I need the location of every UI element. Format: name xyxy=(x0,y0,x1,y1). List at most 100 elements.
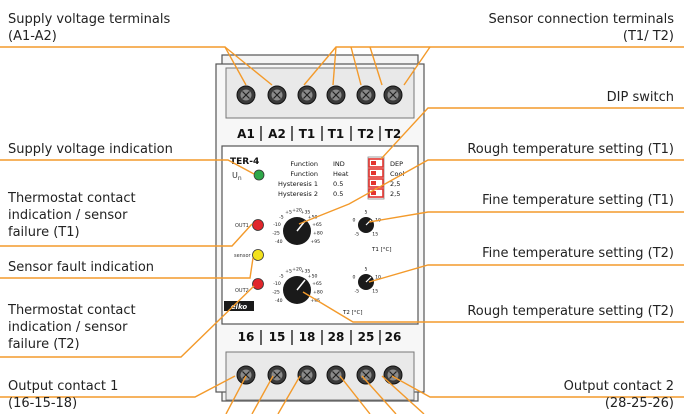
scale-label: -5 xyxy=(279,273,284,279)
sensor-fault-led xyxy=(252,249,264,261)
thermostat-t1-label: Thermostat contact indication / sensor f… xyxy=(8,190,136,241)
scale-label: 5 xyxy=(365,210,368,216)
brand-logo: elko xyxy=(224,301,254,311)
label-line: Output contact 2 xyxy=(563,379,674,394)
scale-label: +35 xyxy=(301,209,311,215)
face-panel: TER-4 Un Function IND Function Heat Hyst… xyxy=(224,156,404,316)
screw-slot xyxy=(273,371,281,379)
scale-label: 15 xyxy=(372,289,378,295)
scale-label: +50 xyxy=(308,214,318,220)
output2-label: Output contact 2 (28-25-26) xyxy=(564,378,674,412)
led-label: OUT2 xyxy=(235,288,249,294)
output1-label: Output contact 1 (16-15-18) xyxy=(8,378,118,412)
fine-knob-t2[interactable] xyxy=(358,274,374,290)
scale-label: +20 xyxy=(292,208,302,214)
screw-slot xyxy=(389,371,397,379)
scale-label: -5 xyxy=(279,214,284,220)
terminal-label: 28 xyxy=(328,330,345,344)
scale-label: -25 xyxy=(272,231,280,237)
screw-slot xyxy=(389,91,397,99)
hysteresis-label: Hysteresis 2 xyxy=(278,190,318,198)
supply-terminals-label: Supply voltage terminals (A1-A2) xyxy=(8,11,170,45)
label-line: Supply voltage terminals xyxy=(8,12,171,27)
scale-label: 15 xyxy=(372,232,378,238)
label-line: Sensor connection terminals xyxy=(488,12,674,27)
thermostat-t2-label: Thermostat contact indication / sensor f… xyxy=(8,302,136,353)
scale-label: +95 xyxy=(310,239,320,245)
dip-option: 2,5 xyxy=(390,180,400,188)
label-line: Thermostat contact xyxy=(8,303,136,318)
label-line: failure (T2) xyxy=(8,337,80,352)
scale-label: +65 xyxy=(312,222,322,228)
scale-label: +35 xyxy=(301,268,311,274)
dip-switch-label: DIP switch xyxy=(606,90,674,105)
rough-t1-label: Rough temperature setting (T1) xyxy=(467,142,674,157)
fine-t2-label: Fine temperature setting (T2) xyxy=(482,246,674,261)
screw-slot xyxy=(303,91,311,99)
scale-label: +5 xyxy=(285,209,292,215)
bottom-terminal-labels: 16 15 18 28 25 26 xyxy=(238,330,402,344)
label-line: indication / sensor xyxy=(8,320,128,335)
hysteresis-value: 0.5 xyxy=(333,180,343,188)
terminal-label: 18 xyxy=(299,330,316,344)
fine-t1-label: Fine temperature setting (T1) xyxy=(482,193,674,208)
terminal-label: T2 xyxy=(385,127,402,141)
screw-slot xyxy=(332,371,340,379)
scale-label: 0 xyxy=(353,275,356,281)
device-housing xyxy=(215,54,425,402)
hysteresis-label: Hysteresis 1 xyxy=(278,180,318,188)
supply-led xyxy=(253,169,265,181)
rough-t2-label: Rough temperature setting (T2) xyxy=(467,304,674,319)
label-line: (16-15-18) xyxy=(8,396,78,411)
label-line: Output contact 1 xyxy=(8,379,119,394)
terminal-label: T2 xyxy=(358,127,375,141)
terminal-label: A1 xyxy=(237,127,255,141)
supply-indication-label: Supply voltage indication xyxy=(8,142,173,157)
function-label: Function xyxy=(290,170,318,178)
terminal-separators-bottom xyxy=(260,330,381,345)
scale-label: +5 xyxy=(285,268,292,274)
dip-option: 2,5 xyxy=(390,190,400,198)
out1-led xyxy=(252,219,264,231)
scale-label: -10 xyxy=(273,222,281,228)
label-line: failure (T1) xyxy=(8,225,80,240)
label-line: (A1-A2) xyxy=(8,29,57,44)
scale-label: -10 xyxy=(273,281,281,287)
dip-switch xyxy=(367,156,385,200)
led-label: OUT1 xyxy=(235,223,249,229)
terminal-separators-top xyxy=(260,126,381,141)
label-line: (28-25-26) xyxy=(604,396,674,411)
t2-unit-label: T2 [°C] xyxy=(342,310,363,316)
fine-knob-t1[interactable] xyxy=(358,217,374,233)
screw-slot xyxy=(332,91,340,99)
un-label: Un xyxy=(232,171,242,182)
terminal-label: A2 xyxy=(268,127,286,141)
top-terminal-labels: A1 A2 T1 T1 T2 T2 xyxy=(237,127,401,141)
label-line: indication / sensor xyxy=(8,208,128,223)
bottom-screw-row xyxy=(236,365,403,385)
dial-scales: -40-25-10-5+5+20+35+50+65+80+95-40-25-10… xyxy=(272,208,381,305)
terminal-label: 25 xyxy=(358,330,375,344)
rough-knob-t2[interactable] xyxy=(283,276,311,304)
scale-label: +20 xyxy=(292,267,302,273)
leader-lines xyxy=(0,46,684,414)
screw-slot xyxy=(242,371,250,379)
sensor-fault-label: Sensor fault indication xyxy=(8,260,155,275)
dip-option: Cool xyxy=(390,170,404,178)
scale-label: -25 xyxy=(272,290,280,296)
scale-label: -40 xyxy=(275,298,283,304)
scale-label: -5 xyxy=(355,289,360,295)
terminal-label: T1 xyxy=(328,127,345,141)
scale-label: +80 xyxy=(313,231,323,237)
label-line: Thermostat contact xyxy=(8,191,136,206)
scale-label: +80 xyxy=(313,290,323,296)
led-labels: OUT1 sensor OUT2 xyxy=(234,223,252,294)
scale-label: -5 xyxy=(355,232,360,238)
function-value: IND xyxy=(333,160,345,168)
sensor-terminals-label: Sensor connection terminals (T1/ T2) xyxy=(488,11,674,45)
t1-unit-label: T1 [°C] xyxy=(371,247,392,253)
terminal-label: 15 xyxy=(269,330,286,344)
brand-text: elko xyxy=(231,303,248,311)
scale-label: 10 xyxy=(375,275,381,281)
